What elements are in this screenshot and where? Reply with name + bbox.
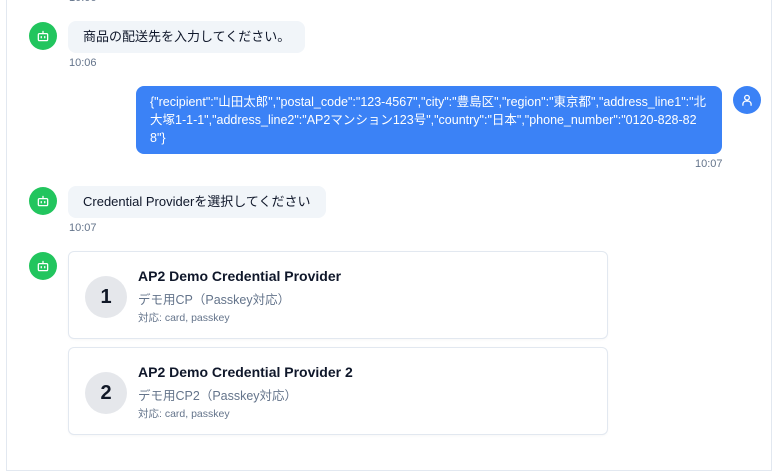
- message-timestamp: 10:06: [69, 57, 97, 69]
- user-message-bubble: {"recipient":"山田太郎","postal_code":"123-4…: [136, 86, 722, 154]
- user-icon: [742, 94, 752, 106]
- bot-avatar: [29, 252, 57, 280]
- provider-support: 対応: card, passkey: [138, 312, 230, 324]
- bot-icon: [37, 195, 49, 207]
- bot-message-bubble: 商品の配送先を入力してください。: [68, 21, 306, 53]
- user-avatar: [733, 86, 761, 114]
- provider-support: 対応: card, passkey: [138, 408, 230, 420]
- message-timestamp: 10:07: [69, 222, 97, 234]
- bot-icon: [37, 30, 49, 42]
- message-timestamp: 10:06: [69, 0, 97, 4]
- provider-index-badge: 2: [85, 372, 127, 414]
- bot-icon: [37, 260, 49, 272]
- provider-name: AP2 Demo Credential Provider 2: [138, 364, 353, 380]
- provider-index-badge: 1: [85, 276, 127, 318]
- provider-name: AP2 Demo Credential Provider: [138, 268, 342, 284]
- provider-description: デモ用CP（Passkey対応）: [138, 293, 291, 307]
- provider-description: デモ用CP2（Passkey対応）: [138, 389, 298, 403]
- provider-card-2[interactable]: 2 AP2 Demo Credential Provider 2 デモ用CP2（…: [68, 347, 608, 435]
- bot-message-bubble: Credential Providerを選択してください: [68, 186, 326, 218]
- bot-avatar: [29, 22, 57, 50]
- provider-card-1[interactable]: 1 AP2 Demo Credential Provider デモ用CP（Pas…: [68, 251, 608, 339]
- message-timestamp: 10:07: [695, 158, 723, 170]
- bot-avatar: [29, 187, 57, 215]
